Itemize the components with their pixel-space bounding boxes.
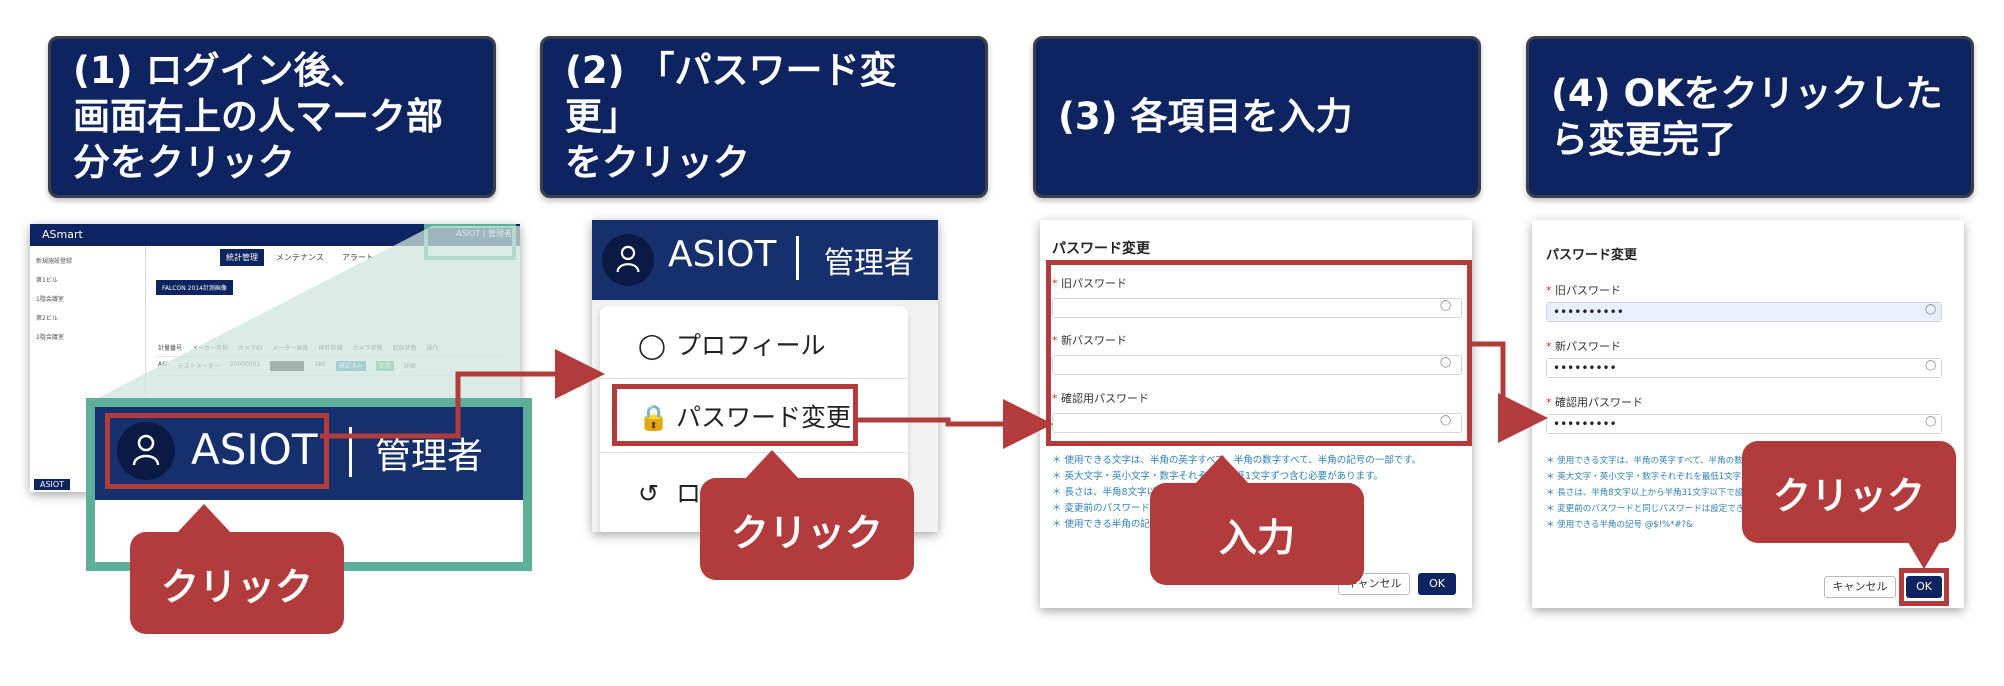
eye-icon[interactable]: ◯	[1440, 415, 1452, 426]
tab-maintenance[interactable]: メンテナンス	[276, 253, 324, 262]
screen-3-password-form: パスワード変更 * 旧パスワード ◯ * 新パスワード ◯ * 確認用パスワード…	[1040, 220, 1472, 608]
eye-icon[interactable]: ◯	[1925, 360, 1937, 371]
click-callout-4: クリック	[1742, 441, 1956, 569]
step-3-header: (3) 各項目を入力	[1033, 36, 1481, 198]
click-callout-1: クリック	[130, 504, 344, 634]
person-icon	[132, 434, 160, 466]
user-role-2: 管理者	[824, 246, 914, 281]
confirm-password-input[interactable]: •••••••••	[1546, 414, 1942, 434]
note-4: ＊ 変更前のパスワードと	[1052, 503, 1160, 514]
highlight-change-password	[612, 384, 858, 446]
sidebar-item-room-2[interactable]: 2階会議室	[36, 334, 64, 341]
menu-item-profile[interactable]: ◯ プロフィール	[638, 331, 826, 360]
menu-separator	[600, 378, 908, 379]
confirm-password-label: * 確認用パスワード	[1052, 392, 1149, 405]
menu-item-change-password[interactable]: 🔒 パスワード変更	[638, 403, 851, 432]
step-4-header: (4) OKをクリックした ら変更完了	[1526, 36, 1974, 198]
note-1: ＊ 使用できる文字は、半角の英字すべて、半角の数字すべて、半角の記号の一部です。	[1546, 456, 1877, 466]
profile-icon: ◯	[638, 331, 666, 360]
step-1-header: (1) ログイン後、 画面右上の人マーク部 分をクリック	[48, 36, 496, 198]
note-5: ＊ 使用できる半角の記号	[1052, 519, 1160, 530]
confirm-password-label: * 確認用パスワード	[1546, 396, 1643, 409]
form-title: パスワード変更	[1052, 241, 1150, 257]
new-password-input[interactable]	[1052, 355, 1462, 375]
screen-4-password-form: パスワード変更 * 旧パスワード •••••••••• ◯ * 新パスワード •…	[1532, 220, 1964, 608]
ok-button[interactable]: OK	[1906, 576, 1942, 598]
divider	[349, 427, 352, 477]
app-logo: ASmart	[42, 228, 83, 241]
highlight-user-button	[105, 413, 329, 489]
highlight-input-fields	[1046, 260, 1472, 446]
user-name[interactable]: ASIOT	[191, 425, 318, 474]
note-5: ＊ 使用できる半角の記号 @$!%*#?&	[1546, 520, 1693, 530]
eye-icon[interactable]: ◯	[1440, 300, 1452, 311]
tab-stats[interactable]: 統計管理	[220, 249, 264, 266]
note-2: ＊ 英大文字・英小文字・数字それぞれを最低1文字ずつ含む必要があります。	[1546, 472, 1843, 482]
new-password-input[interactable]: •••••••••	[1546, 358, 1942, 378]
note-3: ＊ 長さは、半角8文字以上	[1052, 487, 1166, 498]
sidebar-item-building-2[interactable]: 第2ビル	[36, 315, 58, 322]
step-2-header: (2) 「パスワード変更」 をクリック	[540, 36, 988, 198]
logout-icon: ↺	[638, 479, 659, 508]
highlight-ok-button	[1899, 568, 1949, 606]
person-icon-2	[616, 245, 640, 273]
old-password-input[interactable]	[1052, 298, 1462, 318]
old-password-input[interactable]: ••••••••••	[1546, 302, 1942, 322]
click-callout-2: クリック	[700, 450, 914, 580]
note-4: ＊ 変更前のパスワードと同じパスワードは設定できません。	[1546, 504, 1778, 514]
input-callout: 入力	[1150, 455, 1364, 585]
user-role: 管理者	[375, 436, 484, 477]
eye-icon[interactable]: ◯	[1925, 304, 1937, 315]
old-password-label: * 旧パスワード	[1546, 284, 1621, 297]
arrow-3-to-4	[1472, 341, 1548, 443]
form-title: パスワード変更	[1546, 248, 1638, 263]
new-password-label: * 新パスワード	[1546, 340, 1621, 353]
user-name-2[interactable]: ASIOT	[668, 234, 777, 275]
ok-button[interactable]: OK	[1418, 573, 1456, 595]
device-tab[interactable]: FALCON 2014計測画像	[156, 280, 233, 295]
old-password-label: * 旧パスワード	[1052, 277, 1127, 290]
divider-2	[796, 236, 799, 280]
sidebar-item-new-facility[interactable]: 新規施設登録	[36, 258, 73, 265]
sidebar-item-building-1[interactable]: 第1ビル	[36, 277, 58, 284]
highlight-user-icon-small	[424, 224, 516, 260]
eye-icon[interactable]: ◯	[1925, 416, 1937, 427]
sidebar-item-room-1[interactable]: 1階会議室	[36, 296, 64, 303]
note-3: ＊ 長さは、半角8文字以上から半角31文字以下で設定してください。	[1546, 488, 1811, 498]
new-password-label: * 新パスワード	[1052, 334, 1127, 347]
tab-alert[interactable]: アラート	[341, 253, 374, 262]
cancel-button[interactable]: キャンセル	[1824, 576, 1896, 598]
main-tabs: 統計管理 メンテナンス アラート	[220, 249, 380, 266]
footer-logo: ASIOT	[34, 479, 71, 490]
eye-icon[interactable]: ◯	[1440, 357, 1452, 368]
